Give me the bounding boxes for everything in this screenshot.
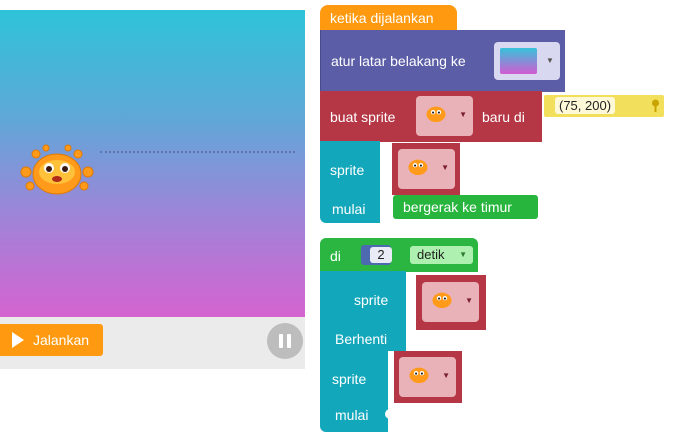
chevron-down-icon: ▼	[441, 163, 449, 172]
run-button-label: Jalankan	[33, 332, 90, 348]
sprite-start-block[interactable]: sprite mulai	[320, 141, 380, 223]
crab-sprite-icon	[409, 367, 429, 384]
pause-button[interactable]	[267, 323, 303, 359]
sprite-dropdown[interactable]: ▼	[416, 96, 473, 136]
unit-dropdown[interactable]: detik ▼	[410, 246, 473, 264]
position-block[interactable]: (75, 200)	[544, 95, 664, 117]
pin-icon	[652, 99, 659, 112]
set-background-label: atur latar belakang ke	[331, 53, 466, 69]
when-run-block[interactable]: ketika dijalankan	[320, 5, 457, 31]
chevron-down-icon: ▼	[459, 250, 467, 259]
sprite-label: sprite	[330, 162, 365, 178]
sprite-reporter-block[interactable]: ▼	[416, 275, 486, 330]
seconds-value[interactable]: 2	[370, 247, 392, 263]
when-run-label: ketika dijalankan	[330, 10, 434, 26]
crab-sprite-icon[interactable]	[16, 142, 98, 204]
run-button[interactable]: Jalankan	[0, 324, 103, 356]
slot-knob	[407, 334, 417, 344]
stage-canvas	[0, 10, 305, 317]
unit-label: detik	[417, 247, 445, 262]
stop-label: Berhenti	[335, 331, 388, 347]
chevron-down-icon: ▼	[546, 56, 554, 65]
sprite-label: sprite	[354, 292, 389, 308]
background-swatch	[500, 48, 537, 74]
make-sprite-label: buat sprite	[330, 109, 396, 125]
move-east-block[interactable]: bergerak ke timur	[393, 195, 538, 219]
start-label: mulai	[335, 407, 369, 423]
make-sprite-block[interactable]: buat sprite ▼ baru di	[320, 91, 542, 142]
sprite-dropdown[interactable]: ▼	[398, 149, 455, 189]
pause-icon-bar	[287, 334, 291, 348]
move-east-label: bergerak ke timur	[403, 199, 512, 215]
sprite-stop-block[interactable]: sprite Berhenti	[320, 271, 406, 351]
start-label: mulai	[332, 201, 366, 217]
after-seconds-block[interactable]: di 2 detik ▼	[320, 238, 478, 272]
background-dropdown[interactable]: ▼	[494, 42, 560, 80]
at-label: di	[330, 248, 341, 264]
chevron-down-icon: ▼	[459, 110, 467, 119]
sprite-dropdown[interactable]: ▼	[422, 282, 479, 322]
sprite-label: sprite	[332, 371, 367, 387]
sprite-reporter-block[interactable]: ▼	[394, 351, 462, 403]
crab-sprite-icon	[426, 106, 446, 123]
sprite-reporter-block[interactable]: ▼	[392, 143, 460, 195]
chevron-down-icon: ▼	[465, 296, 473, 305]
crab-sprite-icon	[408, 159, 428, 176]
slot-knob	[385, 409, 395, 419]
seconds-field[interactable]: 2	[361, 245, 392, 265]
chevron-down-icon: ▼	[442, 371, 450, 380]
new-at-label: baru di	[482, 109, 525, 125]
sprite-start-block-2[interactable]: sprite mulai	[320, 350, 388, 432]
position-value[interactable]: (75, 200)	[555, 97, 616, 114]
sprite-dropdown[interactable]: ▼	[399, 357, 456, 397]
set-background-block[interactable]: atur latar belakang ke ▼	[320, 30, 565, 92]
play-icon	[12, 332, 24, 348]
pause-icon	[279, 334, 283, 348]
stage-controls: Jalankan	[0, 317, 305, 369]
sprite-trail	[100, 151, 295, 154]
crab-sprite-icon	[432, 292, 452, 309]
slot-knob	[385, 203, 395, 213]
